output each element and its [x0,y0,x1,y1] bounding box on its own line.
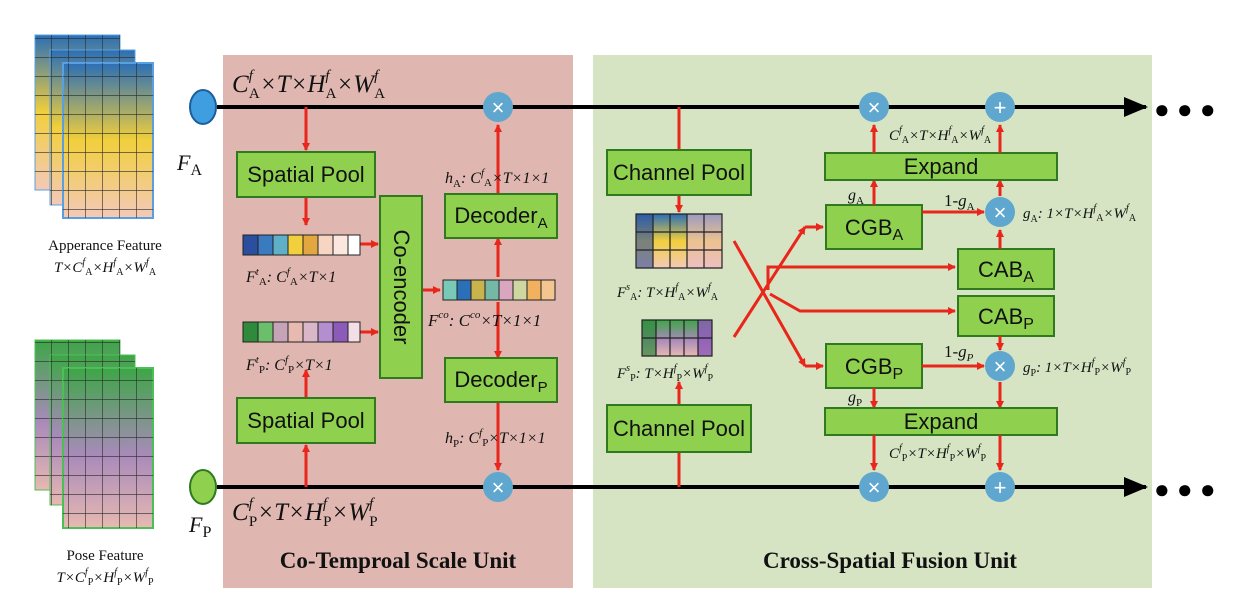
multiply-op-right-a [859,92,889,122]
svg-text:+: + [994,95,1007,120]
feature-vector-ta [242,234,361,256]
fco-label: Fco: Cco×T×1×1 [427,309,541,330]
svg-text:CGBP: CGBP [845,354,903,383]
pose-feature-stack [34,339,154,529]
fp-label: FP [188,512,211,541]
cab-a-box: CABA [957,248,1055,290]
expand-top-box: Expand [824,152,1058,181]
co-temporal-unit-label: Co-Temproal Scale Unit [280,548,517,573]
appearance-caption: Apperance Feature [48,238,162,254]
svg-text:×: × [868,475,881,500]
spatial-pool-bottom: Spatial Pool [236,397,376,444]
expand-out-label-p: CfP×T×HfP×WfP [889,443,987,464]
add-op-a [985,92,1015,122]
feature-vector-co [442,279,556,301]
channel-pool-top: Channel Pool [606,149,752,196]
svg-text:DecoderA: DecoderA [454,203,547,232]
cgb-a-box: CGBA [825,204,923,250]
cab-p-box: CABP [957,295,1055,337]
multiply-op-a [483,92,513,122]
svg-text:CABP: CABP [978,304,1034,333]
svg-text:DecoderP: DecoderP [454,367,547,396]
multiply-op-gate-a [985,197,1015,227]
expand-bottom-box: Expand [824,407,1058,436]
hp-label: hP: CfP×T×1×1 [445,427,546,450]
svg-text:Expand: Expand [904,154,979,179]
spatial-map-a [635,213,723,269]
spatial-pool-top: Spatial Pool [236,151,376,198]
input-node-fp [189,469,217,505]
svg-text:×: × [994,200,1007,225]
svg-text:Spatial Pool: Spatial Pool [247,162,364,187]
fa-label: FA [176,150,202,179]
feature-vector-tp [242,321,361,343]
continuation-dots-bottom: ● ● ● [1154,474,1216,504]
pose-caption: Pose Feature [66,548,143,564]
fsa-label: FsA: T×HfA×WfA [616,282,719,303]
add-op-p [985,472,1015,502]
continuation-dots-top: ● ● ● [1154,94,1216,124]
appearance-feature-stack [34,34,154,219]
svg-text:×: × [492,95,505,120]
cross-spatial-unit-label: Cross-Spatial Fusion Unit [763,548,1017,573]
one-minus-gp-label: 1-gP [944,342,974,364]
svg-text:×: × [492,475,505,500]
gp-dim-label: gP: 1×T×HfP×WfP [1023,357,1131,379]
expand-out-label-a: CfA×T×HfA×WfA [889,125,992,146]
ftp-label: FtP: CfP×T×1 [245,354,333,376]
svg-text:×: × [868,95,881,120]
svg-text:×: × [994,354,1007,379]
ha-label: hA: CfA×T×1×1 [445,167,549,190]
channel-pool-bottom: Channel Pool [606,404,752,453]
decoder-a-box: DecoderA [444,193,558,239]
multiply-op-p [483,472,513,502]
svg-text:Channel Pool: Channel Pool [613,160,745,185]
co-encoder-box: Co-encoder [379,195,423,379]
spatial-map-p [641,319,713,357]
svg-text:CGBA: CGBA [845,215,904,244]
fsp-label: FsP: T×HfP×WfP [616,363,713,384]
svg-text:Spatial Pool: Spatial Pool [247,408,364,433]
ga-dim-label: gA: 1×T×HfA×WfA [1023,203,1137,225]
svg-text:Co-encoder: Co-encoder [389,230,414,345]
pose-dim: T×CfP×HfP×WfP [56,567,154,588]
multiply-op-gate-p [985,351,1015,381]
fta-label: FtA: CfA×T×1 [245,266,336,288]
svg-text:+: + [994,475,1007,500]
svg-text:Expand: Expand [904,409,979,434]
appearance-dim: T×CfA×HfA×WfA [54,257,157,278]
cgb-p-box: CGBP [825,343,923,389]
decoder-p-box: DecoderP [444,357,558,403]
svg-text:Channel Pool: Channel Pool [613,416,745,441]
svg-text:CABA: CABA [978,257,1034,286]
input-node-fa [189,89,217,125]
multiply-op-right-p [859,472,889,502]
